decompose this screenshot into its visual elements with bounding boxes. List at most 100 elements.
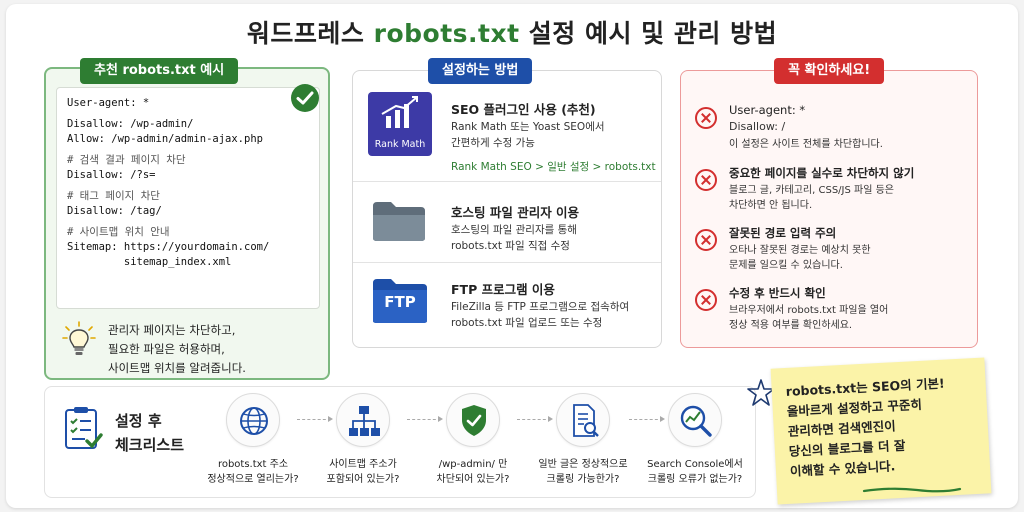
tip-line: 관리자 페이지는 차단하고, [108,323,236,337]
method-desc: 호스팅의 파일 관리자를 통해 robots.txt 파일 직접 수정 [451,222,577,254]
step-arrow [629,415,665,422]
document-search-icon [573,404,599,437]
note-underline [862,487,962,493]
step-label: 일반 글은 정상적으로 크롤링 가능한가? [523,457,643,487]
code-line: sitemap_index.xml [67,256,232,268]
sitemap-icon [349,406,380,436]
step-label-line: /wp-admin/ 만 [438,459,508,470]
title-prefix: 워드프레스 [246,19,374,48]
sticky-note: robots.txt는 SEO의 기본! 올바르게 설정하고 꾸준히 관리하면 … [770,357,992,505]
code-line: Disallow: /wp-admin/ [67,118,194,130]
clipboard-check-icon [65,407,103,449]
warning-desc: 브라우저에서 robots.txt 파일을 열어 정상 적용 여부를 확인하세요… [729,303,888,333]
step-label: /wp-admin/ 만 차단되어 있는가? [413,457,533,487]
rank-math-logo-label: Rank Math [374,139,426,150]
method-title: SEO 플러그인 사용 (추천) [451,102,596,117]
method-title: FTP 프로그램 이용 [451,282,555,297]
rank-math-logo: Rank Math [368,92,432,156]
code-comment-line: # 태그 페이지 차단 [67,190,160,202]
step-arrow [517,415,553,422]
x-circle-icon [695,169,717,191]
warning-desc-line: 차단하면 안 됩니다. [729,200,813,211]
rank-math-chart-icon [381,96,418,128]
method-item-file-manager: 호스팅 파일 관리자 이용 호스팅의 파일 관리자를 통해 robots.txt… [353,181,661,273]
step-label-line: 크롤링 오류가 없는가? [647,474,743,485]
step-label: Search Console에서 크롤링 오류가 없는가? [635,457,755,487]
code-line: Sitemap: https://yourdomain.com/ [67,241,270,253]
step-label: robots.txt 주소 정상적으로 열리는가? [193,457,313,487]
warning-code-line: Disallow: / [729,120,786,133]
step-label-line: 크롤링 가능한가? [546,474,620,485]
warnings-panel: User-agent: * Disallow: / 이 설정은 사이트 전체를 … [680,70,978,348]
title-suffix: 설정 예시 및 관리 방법 [519,19,778,48]
checklist-title-line: 체크리스트 [115,436,185,454]
warning-desc-line: 이 설정은 사이트 전체를 차단합니다. [729,139,883,150]
check-circle-icon [291,84,319,112]
method-desc-line: 호스팅의 파일 관리자를 통해 [451,224,577,236]
checklist-title: 설정 후 체크리스트 [115,409,184,457]
x-circle-icon [695,229,717,251]
code-line: Disallow: /?s= [67,169,156,181]
step-circle [556,393,610,447]
x-circle-icon [695,289,717,311]
warning-title: 중요한 페이지를 실수로 차단하지 않기 [729,166,915,180]
ftp-folder-icon [373,279,427,323]
methods-panel: Rank Math SEO 플러그인 사용 (추천) Rank Math 또는 … [352,70,662,348]
method-desc-line: robots.txt 파일 직접 수정 [451,240,570,252]
step-arrow [297,415,333,422]
recommended-tag: 추천 robots.txt 예시 [80,58,239,84]
warning-desc-line: 브라우저에서 robots.txt 파일을 열어 [729,305,889,316]
tip-line: 필요한 파일은 허용하며, [108,342,225,356]
robots-code-block: User-agent: * Disallow: /wp-admin/Allow:… [56,87,320,309]
method-title: 호스팅 파일 관리자 이용 [451,205,580,220]
method-item-ftp: FTP FTP 프로그램 이용 FileZilla 등 FTP 프로그램으로 접… [353,262,661,354]
folder-icon [373,202,425,241]
step-circle [336,393,390,447]
method-item-plugin: Rank Math SEO 플러그인 사용 (추천) Rank Math 또는 … [353,71,661,173]
step-label-line: 일반 글은 정상적으로 [538,459,628,470]
method-desc: FileZilla 등 FTP 프로그램으로 접속하여 robots.txt 파… [451,299,629,331]
warning-desc: 블로그 글, 카테고리, CSS/JS 파일 등은 차단하면 안 됩니다. [729,183,894,213]
step-label: 사이트맵 주소가 포함되어 있는가? [303,457,423,487]
code-line: User-agent: * [67,97,150,109]
tip-line: 사이트맵 위치를 알려줍니다. [108,361,246,375]
step-circle [668,393,722,447]
methods-tag: 설정하는 방법 [428,58,533,84]
warnings-tag: 꼭 확인하세요! [774,58,885,84]
method-desc-line: Rank Math 또는 Yoast SEO에서 [451,121,605,133]
warning-desc: 오타나 잘못된 경로는 예상치 못한 문제를 일으킬 수 있습니다. [729,243,871,273]
code-comment-line: # 사이트맵 위치 안내 [67,226,170,238]
warning-desc-line: 문제를 일으킬 수 있습니다. [729,260,843,271]
step-label-line: 차단되어 있는가? [436,474,510,485]
recommended-panel: User-agent: * Disallow: /wp-admin/Allow:… [44,67,330,380]
warning-desc-line: 정상 적용 여부를 확인하세요. [729,320,853,331]
warning-title: User-agent: * [729,103,806,117]
method-desc: Rank Math 또는 Yoast SEO에서 간편하게 수정 가능 [451,119,605,151]
step-arrow [407,415,443,422]
step-label-line: 정상적으로 열리는가? [207,474,299,485]
lightbulb-icon [62,321,96,355]
globe-icon [240,407,268,435]
step-label-line: 포함되어 있는가? [326,474,400,485]
method-desc-line: robots.txt 파일 업로드 또는 수정 [451,317,603,329]
x-circle-icon [695,107,717,129]
step-label-line: robots.txt 주소 [217,459,289,470]
warning-desc-line: 오타나 잘못된 경로는 예상치 못한 [729,245,871,256]
shield-check-icon [462,405,486,436]
recommended-tip: 관리자 페이지는 차단하고, 필요한 파일은 허용하며, 사이트맵 위치를 알려… [108,321,246,378]
code-line: Disallow: /tag/ [67,205,162,217]
warning-desc-line: 블로그 글, 카테고리, CSS/JS 파일 등은 [729,185,894,196]
code-comment-line: # 검색 결과 페이지 차단 [67,154,186,166]
checklist-title-line: 설정 후 [115,412,162,430]
magnifier-chart-icon [680,405,712,437]
warning-title: 잘못된 경로 입력 주의 [729,226,837,240]
step-label-line: Search Console에서 [647,459,743,470]
warning-title: 수정 후 반드시 확인 [729,286,826,300]
ftp-logo-label: FTP [384,293,416,311]
method-desc-line: FileZilla 등 FTP 프로그램으로 접속하여 [451,301,630,313]
step-circle [446,393,500,447]
method-settings-path: Rank Math SEO > 일반 설정 > robots.txt [451,161,656,173]
title-highlight: robots.txt [373,19,520,48]
step-circle [226,393,280,447]
checklist-panel: 설정 후 체크리스트 robots.txt 주소 정상적으로 열리는가? [44,386,756,498]
